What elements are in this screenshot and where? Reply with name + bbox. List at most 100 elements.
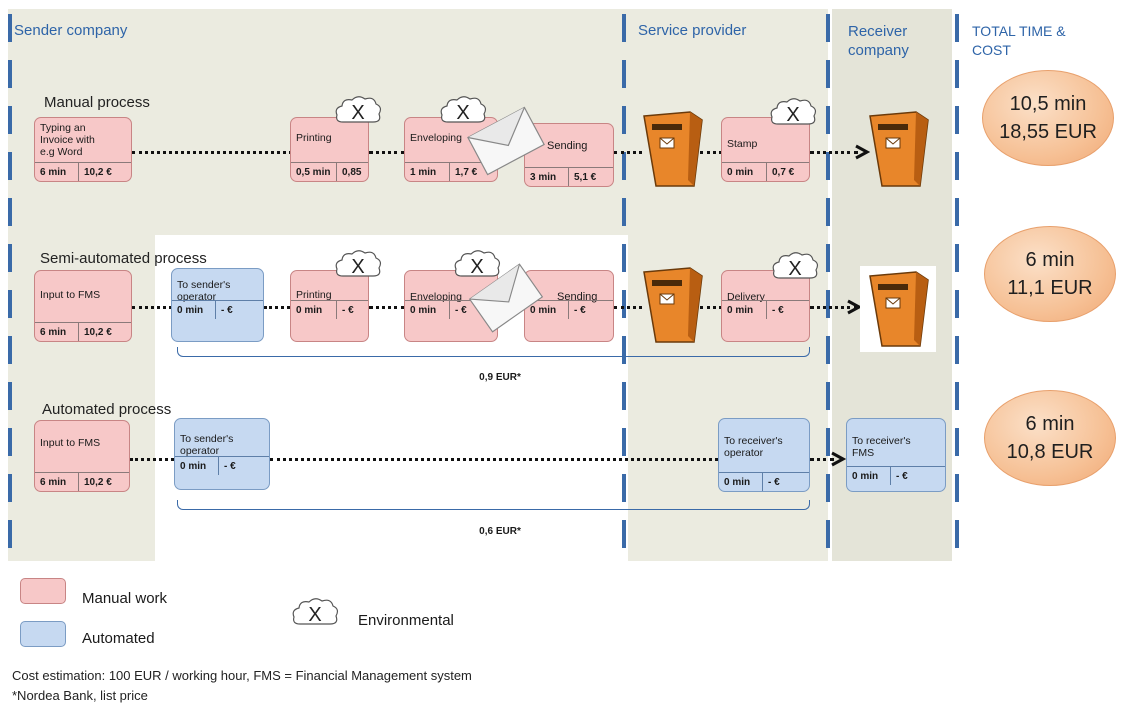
step-time: 1 min <box>405 163 450 181</box>
step-cost: - € <box>221 304 233 316</box>
semi-connector <box>810 306 858 309</box>
sender-zone-label: Sender company <box>14 22 128 39</box>
manual-process-title: Manual process <box>44 94 150 111</box>
step-label: To receiver's operator <box>724 435 783 459</box>
step-time: 0,5 min <box>291 163 337 181</box>
step-cost: 0,7 € <box>772 166 795 178</box>
cloud-x-icon: X <box>335 96 382 124</box>
total-time: 6 min <box>1025 249 1075 271</box>
svg-text:X: X <box>351 256 364 278</box>
auto-connector <box>130 458 174 461</box>
cloud-x-icon: X <box>292 598 339 626</box>
step-cost: - € <box>896 470 908 482</box>
semi-brace-label: 0,9 EUR* <box>479 372 521 383</box>
step-cost: - € <box>455 304 467 316</box>
arrow-right-icon <box>831 451 846 467</box>
zone-divider <box>826 428 830 456</box>
mailbox-icon <box>869 111 929 187</box>
step-cost: 10,2 € <box>84 326 112 338</box>
manual-connector <box>700 151 722 154</box>
step-cost: 1,7 € <box>455 166 478 178</box>
step-label: Sending <box>547 140 588 152</box>
zone-divider <box>826 60 830 88</box>
svg-text:X: X <box>786 104 799 126</box>
step-cost: - € <box>768 476 780 488</box>
auto-total: 6 min 10,8 EUR <box>984 390 1116 486</box>
cost-footnote: Cost estimation: 100 EUR / working hour,… <box>12 668 472 683</box>
mailbox-icon <box>869 271 929 347</box>
semi-connector <box>700 306 722 309</box>
zone-divider <box>622 520 626 548</box>
zone-divider <box>826 382 830 410</box>
zone-divider <box>622 106 626 134</box>
step-label: To receiver's FMS <box>852 435 911 459</box>
arrow-right-icon <box>847 299 862 315</box>
zone-divider <box>622 244 626 272</box>
legend-manual-swatch <box>20 578 66 604</box>
zone-divider <box>826 244 830 272</box>
zone-divider <box>826 474 830 502</box>
zone-divider <box>8 290 12 318</box>
step-time: 6 min <box>35 323 79 341</box>
legend-environmental-label: Environmental <box>358 612 454 629</box>
semi-connector <box>132 306 172 309</box>
mailbox-icon <box>643 111 703 187</box>
svg-text:X: X <box>351 102 364 124</box>
zone-divider <box>826 198 830 226</box>
zone-divider <box>955 474 959 502</box>
zone-divider <box>622 382 626 410</box>
envelope-icon <box>468 263 544 333</box>
zone-divider <box>622 474 626 502</box>
zone-divider <box>622 14 626 42</box>
step-time: 0 min <box>719 473 763 491</box>
zone-divider <box>955 60 959 88</box>
step-cost: - € <box>342 304 354 316</box>
cloud-x-icon: X <box>772 252 819 280</box>
manual-connector <box>614 151 642 154</box>
legend-auto-label: Automated <box>82 630 155 647</box>
step-label: Printing <box>296 289 332 301</box>
semi-process-title: Semi-automated process <box>40 250 207 267</box>
zone-divider <box>622 290 626 318</box>
cloud-x-icon: X <box>454 250 501 278</box>
svg-text:X: X <box>308 604 321 626</box>
semi-connector <box>614 306 642 309</box>
automated-process-title: Automated process <box>42 401 172 418</box>
total-cost: 18,55 EUR <box>999 121 1097 143</box>
svg-text:X: X <box>788 258 801 280</box>
step-to-sender-operator: To sender's operator 0 min- € <box>174 418 270 490</box>
zone-divider <box>622 336 626 364</box>
legend-manual-label: Manual work <box>82 590 168 607</box>
zone-divider <box>955 382 959 410</box>
step-time: 6 min <box>35 163 79 181</box>
receiver-zone-label: Receiver company <box>848 23 909 59</box>
source-footnote: *Nordea Bank, list price <box>12 688 148 703</box>
step-time: 0 min <box>847 467 891 485</box>
provider-zone-label: Service provider <box>638 22 747 39</box>
zone-divider <box>826 152 830 180</box>
zone-divider <box>955 336 959 364</box>
zone-divider <box>955 428 959 456</box>
step-cost: 10,2 € <box>84 476 112 488</box>
step-time: 6 min <box>35 473 79 491</box>
semi-total: 6 min 11,1 EUR <box>984 226 1116 322</box>
step-time: 0 min <box>722 163 767 181</box>
step-label: To sender's operator <box>180 433 234 457</box>
zone-divider <box>955 198 959 226</box>
zone-divider <box>955 520 959 548</box>
total-cost: 11,1 EUR <box>1007 277 1093 299</box>
total-zone-label: TOTAL TIME & COST <box>972 23 1066 58</box>
step-time: 0 min <box>525 301 569 319</box>
zone-divider <box>622 60 626 88</box>
zone-divider <box>826 14 830 42</box>
step-cost: - € <box>772 304 784 316</box>
arrow-right-icon <box>855 144 870 160</box>
auto-connector <box>270 458 718 461</box>
total-time: 6 min <box>1025 413 1075 435</box>
step-label: Enveloping <box>410 132 462 144</box>
step-input-fms: Input to FMS 6 min 10,2 € <box>34 420 130 492</box>
zone-divider <box>8 520 12 548</box>
zone-divider <box>8 14 12 42</box>
step-label: Input to FMS <box>40 437 101 449</box>
